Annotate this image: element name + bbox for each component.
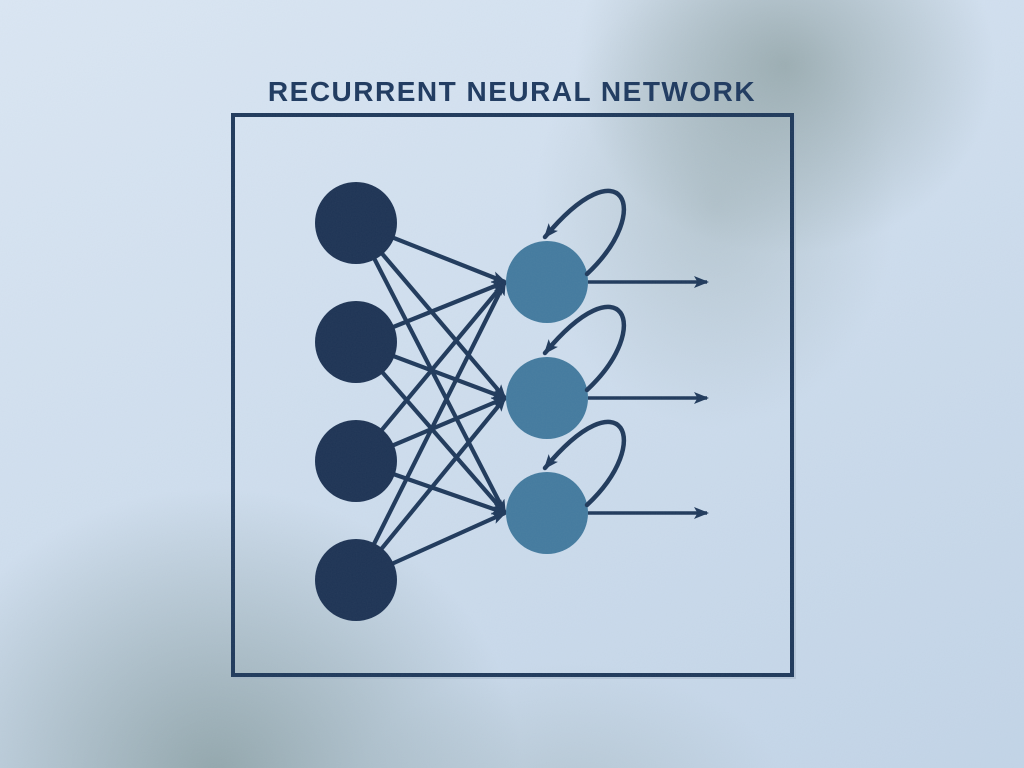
hidden-node: [506, 357, 588, 439]
input-node: [315, 301, 397, 383]
diagram-title: RECURRENT NEURAL NETWORK: [267, 76, 757, 107]
hidden-node: [506, 472, 588, 554]
input-node: [315, 182, 397, 264]
input-node: [315, 539, 397, 621]
hidden-node: [506, 241, 588, 323]
input-node: [315, 420, 397, 502]
